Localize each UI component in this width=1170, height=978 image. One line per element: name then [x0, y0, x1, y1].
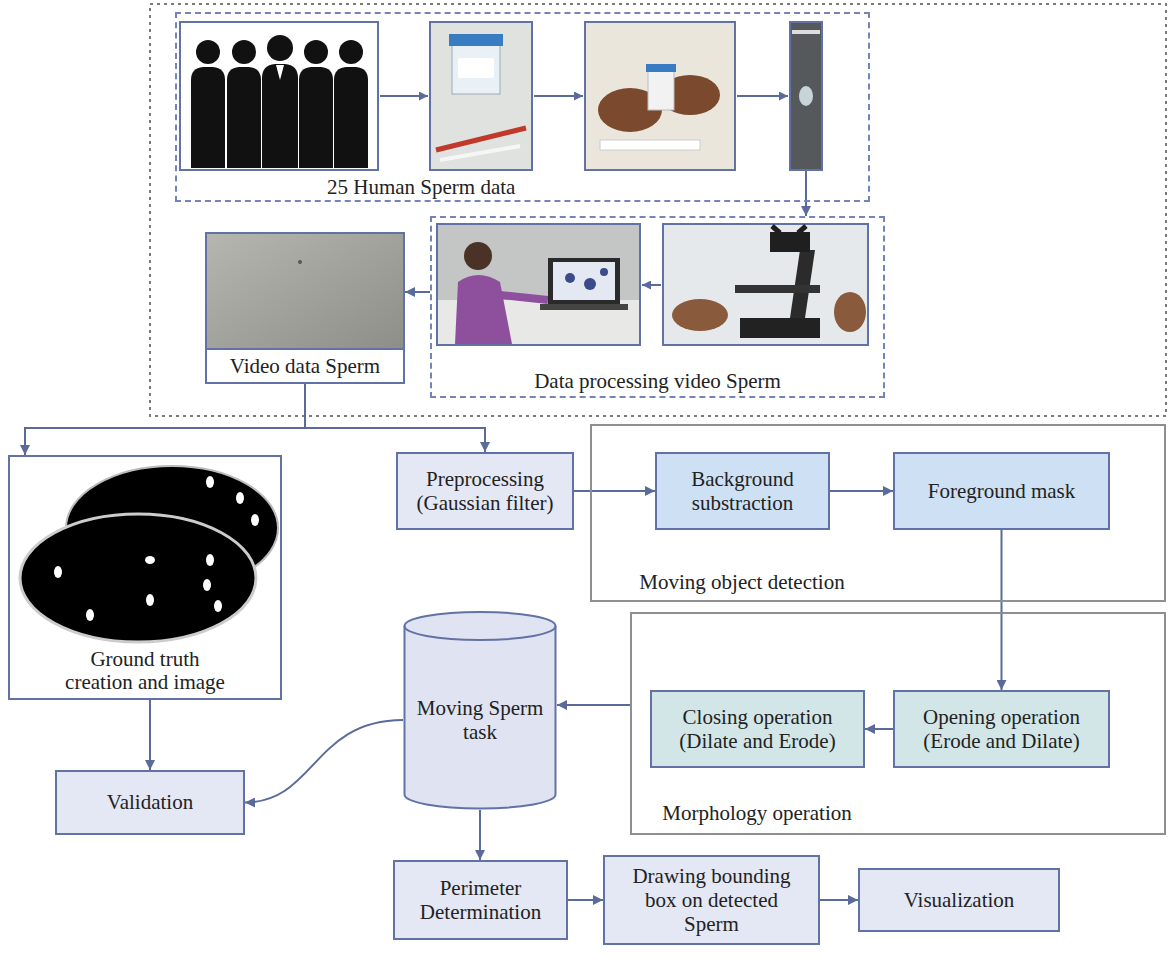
flow-arrow [1001, 530, 1003, 690]
node-label: Validation [107, 790, 193, 814]
outer-dotted-frame [150, 4, 1166, 416]
flow-arrow [479, 810, 481, 860]
group-region: Moving object detection Background substr… [590, 424, 1166, 602]
node-label: Drawing bounding box on detected Sperm [615, 864, 808, 936]
process-box: Visualization [858, 868, 1060, 932]
process-box: Opening operation (Erode and Dilate) [893, 690, 1110, 768]
process-box: Preprocessing (Gaussian filter) [396, 452, 574, 530]
process-box: Perimeter Determination [393, 860, 568, 940]
ground-truth-box: Ground truth creation and image [8, 455, 282, 700]
node-label: Morphology operation [662, 801, 852, 825]
sample-cup-photo [430, 22, 532, 170]
node-label: Preprocessing (Gaussian filter) [408, 467, 562, 515]
lab-laptop-photo [437, 224, 640, 345]
flow-arrow [405, 291, 430, 293]
flow-arrow [865, 728, 893, 730]
flow-arrow [245, 720, 403, 803]
flow-arrow [805, 202, 807, 216]
process-box: Validation [55, 770, 245, 835]
database-cylinder: Moving Sperm task [403, 612, 557, 810]
node-label: Visualization [904, 888, 1015, 912]
flow-arrow [568, 899, 603, 901]
slide-photo [790, 22, 822, 170]
node-label: Moving Sperm task [413, 696, 547, 744]
node-label: Ground truth creation and image [55, 648, 235, 694]
microscope-photo [663, 224, 868, 345]
photo-arrow [737, 95, 788, 97]
photo-arrow [380, 95, 428, 97]
photo-arrow [642, 284, 661, 286]
video-data-box: Video data Sperm [205, 232, 405, 384]
node-label: Video data Sperm [207, 348, 403, 382]
data-collection-group: 25 Human Sperm data [175, 12, 870, 202]
silhouette-photo [180, 22, 378, 170]
group-region: Morphology operation Closing operation (D… [630, 612, 1166, 835]
hands-photo [585, 22, 735, 170]
node-label: Perimeter Determination [405, 876, 556, 924]
node-label: Foreground mask [928, 479, 1076, 503]
node-label: Opening operation (Erode and Dilate) [905, 705, 1098, 753]
process-box: Background substraction [655, 452, 830, 530]
node-label: 25 Human Sperm data [327, 175, 515, 199]
flow-arrow [820, 899, 858, 901]
node-label: Background substraction [667, 467, 818, 515]
flow-arrow [25, 384, 305, 455]
leader-line [805, 171, 807, 202]
photo-arrow [534, 95, 583, 97]
flow-arrow [574, 490, 655, 492]
video-frame-image [207, 234, 403, 352]
node-label: Data processing video Sperm [432, 369, 883, 393]
flow-arrow [149, 700, 151, 770]
node-label: Closing operation (Dilate and Erode) [662, 705, 853, 753]
ground-truth-image [20, 466, 278, 642]
flow-arrow [305, 384, 485, 452]
node-label: Moving object detection [639, 570, 844, 594]
flow-arrow [830, 490, 893, 492]
video-processing-group: Data processing video Sperm [430, 216, 885, 398]
process-box: Foreground mask [893, 452, 1110, 530]
process-box: Drawing bounding box on detected Sperm [603, 855, 820, 945]
flow-arrow [557, 704, 630, 706]
process-box: Closing operation (Dilate and Erode) [650, 690, 865, 768]
